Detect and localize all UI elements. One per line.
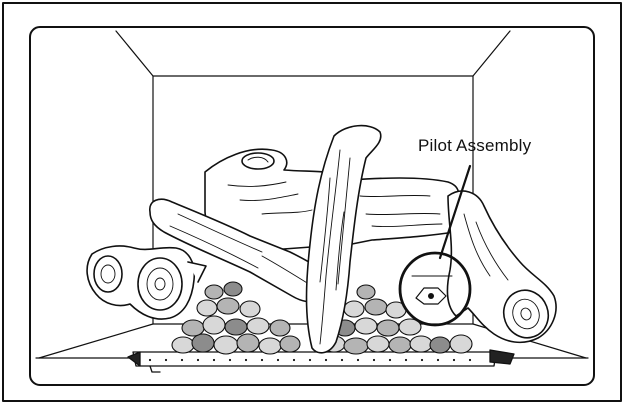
stone <box>203 316 225 334</box>
stone <box>365 299 387 315</box>
stone <box>344 338 368 354</box>
perspective-line <box>473 31 510 76</box>
stone <box>355 318 377 334</box>
stone <box>182 320 204 336</box>
stone <box>357 285 375 299</box>
stone <box>410 336 432 352</box>
stone <box>205 285 223 299</box>
stone <box>280 336 300 352</box>
stone <box>344 301 364 317</box>
stone <box>270 320 290 336</box>
stone <box>225 319 247 335</box>
stone <box>214 336 238 354</box>
left-split-log <box>87 246 206 319</box>
stone <box>237 334 259 352</box>
stone <box>430 337 450 353</box>
stone <box>377 320 399 336</box>
stone <box>192 334 214 352</box>
stone <box>172 337 194 353</box>
stone <box>217 298 239 314</box>
stone <box>450 335 472 353</box>
pilot-assembly-label: Pilot Assembly <box>418 136 531 156</box>
stone <box>389 337 411 353</box>
stone <box>240 301 260 317</box>
perspective-line <box>116 31 153 76</box>
stone <box>259 338 281 354</box>
stone <box>197 300 217 316</box>
stone <box>224 282 242 296</box>
stone <box>247 318 269 334</box>
stone <box>367 336 389 352</box>
grate-holes <box>149 359 471 361</box>
